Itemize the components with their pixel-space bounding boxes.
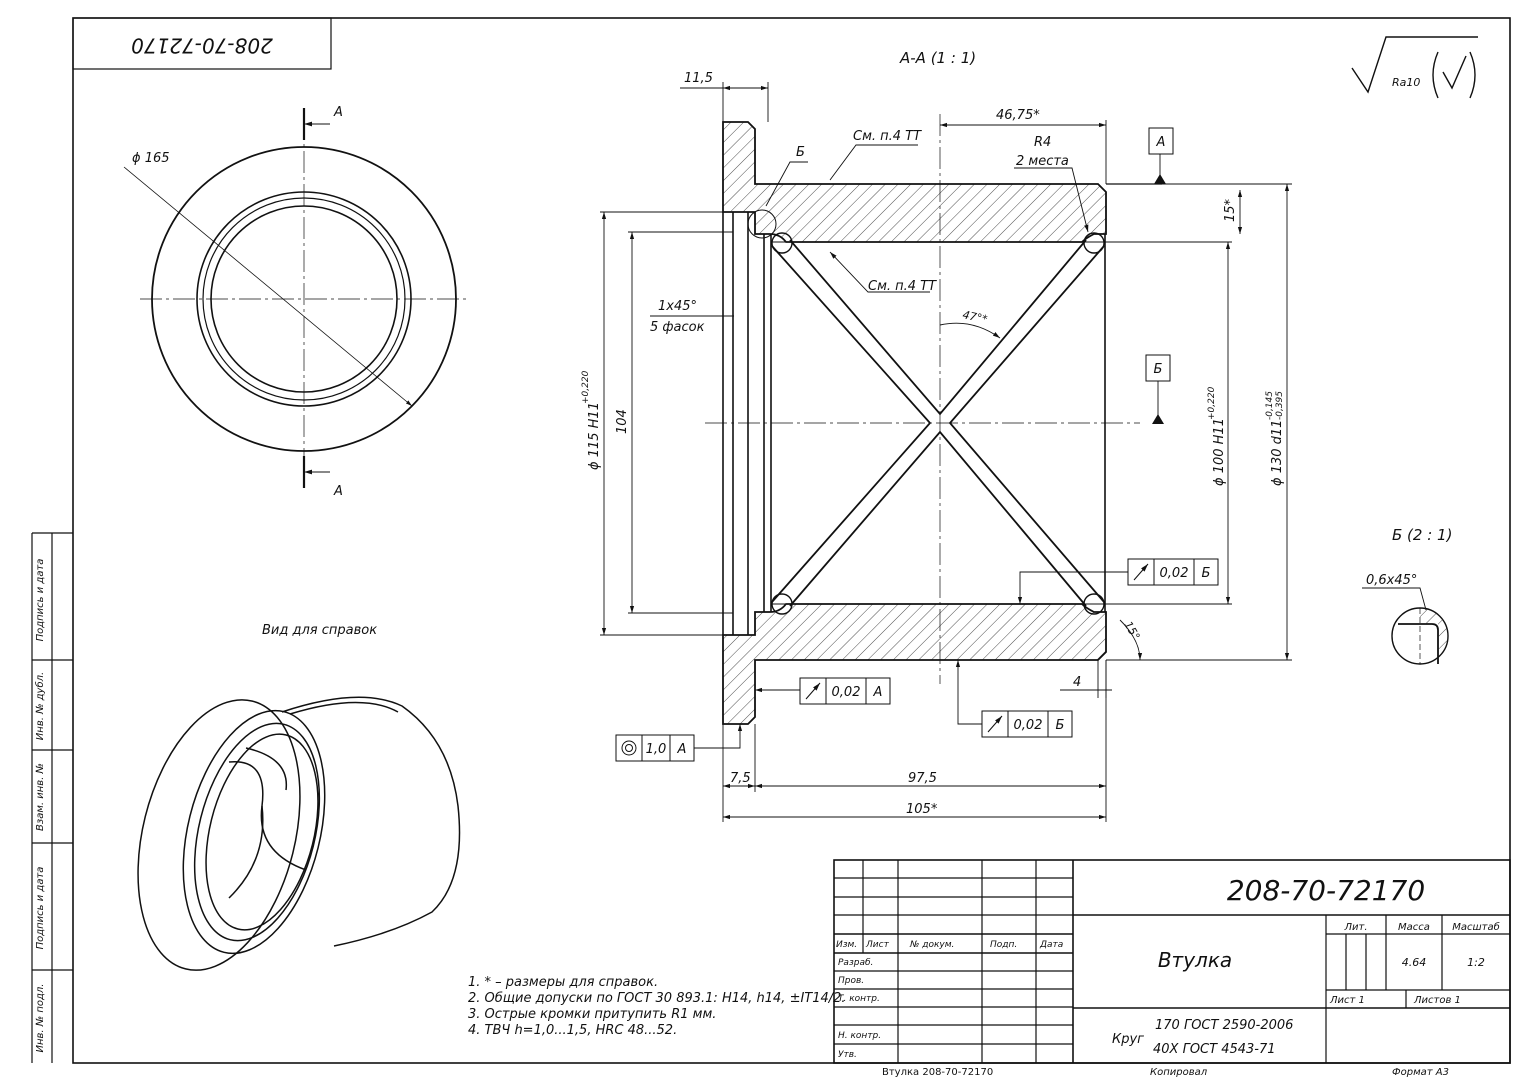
tol-runout-b-bottom-base: Б bbox=[1056, 718, 1065, 733]
mass-value: 4.64 bbox=[1402, 956, 1427, 969]
side-stamp bbox=[31, 532, 73, 1063]
header-doc: № докум. bbox=[909, 940, 954, 950]
dim-r4-note: 2 места bbox=[1016, 154, 1069, 169]
dim-d115-tol: +0,220 bbox=[581, 370, 591, 404]
tol-runout-a bbox=[799, 677, 891, 705]
tol-runout-b-top-base: Б bbox=[1202, 566, 1211, 581]
dim-chamfer-note: 5 фасок bbox=[650, 320, 705, 335]
note-1: 1. * – размеры для справок. bbox=[468, 975, 658, 990]
footer-copied: Копировал bbox=[1150, 1067, 1208, 1078]
roughness-label: Ra10 bbox=[1392, 76, 1420, 89]
lit-label: Лит. bbox=[1343, 922, 1367, 933]
detail-view bbox=[1362, 587, 1449, 665]
frame bbox=[72, 17, 1511, 1064]
material-line2: 40Х ГОСТ 4543-71 bbox=[1153, 1042, 1276, 1057]
role-developer: Разраб. bbox=[838, 958, 873, 968]
datum-triangles bbox=[1152, 174, 1166, 424]
footer-format: Формат А3 bbox=[1392, 1067, 1449, 1078]
side-stamp-4: Подпись и дата bbox=[35, 867, 46, 950]
dim-d115: ϕ 115 H11 bbox=[587, 402, 602, 470]
tol-concentricity-value: 1,0 bbox=[646, 742, 667, 757]
role-norm-control: Н. контр. bbox=[838, 1031, 881, 1041]
tol-concentricity bbox=[615, 734, 695, 762]
tol-runout-b-top bbox=[1127, 558, 1219, 586]
role-tech-control: Т. контр. bbox=[838, 994, 880, 1004]
datum-a-label: А bbox=[1156, 135, 1166, 150]
dim-105: 105* bbox=[906, 802, 938, 817]
header-izm: Изм. bbox=[836, 940, 857, 950]
dim-flange-thk: 11,5 bbox=[684, 71, 713, 86]
header-date: Дата bbox=[1039, 940, 1063, 950]
side-stamp-2: Инв. № дубл. bbox=[34, 672, 46, 740]
roughness-symbol bbox=[1351, 36, 1478, 99]
tol-runout-b-bottom-value: 0,02 bbox=[1014, 718, 1043, 733]
section-title: А-А (1 : 1) bbox=[899, 49, 976, 67]
dim-d100: ϕ 100 H11 bbox=[1212, 418, 1227, 486]
sheets-label: Листов 1 bbox=[1413, 995, 1461, 1006]
note-see-tt-2: См. п.4 ТТ bbox=[868, 279, 937, 294]
tol-runout-a-value: 0,02 bbox=[832, 685, 861, 700]
part-name: Втулка bbox=[1158, 948, 1232, 972]
datum-b-label: Б bbox=[1154, 362, 1163, 377]
tol-runout-a-base: А bbox=[873, 685, 883, 700]
iso-caption: Вид для справок bbox=[262, 623, 377, 638]
drawing-number: 208-70-72170 bbox=[1227, 874, 1425, 907]
detail-title: Б (2 : 1) bbox=[1392, 526, 1452, 544]
dim-groove-15: 15* bbox=[1223, 198, 1238, 222]
datum-b-box bbox=[1145, 354, 1171, 382]
detail-chamfer: 0,6x45° bbox=[1366, 573, 1417, 588]
mass-label: Масса bbox=[1398, 922, 1430, 933]
leader-label-b: Б bbox=[796, 145, 805, 160]
iso-view bbox=[137, 696, 461, 971]
front-view bbox=[123, 108, 468, 488]
dim-d130-tol-up: -0,145 bbox=[1265, 391, 1275, 420]
note-see-tt-1: См. п.4 ТТ bbox=[853, 129, 922, 144]
dim-r4: R4 bbox=[1034, 135, 1051, 150]
datum-a-box bbox=[1148, 127, 1174, 155]
dim-d130: ϕ 130 d11 bbox=[1270, 420, 1285, 486]
section-outline bbox=[705, 114, 1140, 684]
dim-d104: 104 bbox=[615, 409, 630, 434]
header-list: Лист bbox=[865, 940, 890, 950]
mirrored-number: 208-70-72170 bbox=[131, 34, 273, 58]
dim-4: 4 bbox=[1073, 675, 1081, 690]
dim-len-ref-inner: 46,75* bbox=[996, 108, 1040, 123]
tol-runout-b-bottom bbox=[981, 710, 1073, 738]
scale-value: 1:2 bbox=[1467, 956, 1485, 969]
section-dimensions bbox=[600, 82, 1292, 822]
dim-97-5: 97,5 bbox=[908, 771, 937, 786]
dim-angle-15: 15° bbox=[1121, 619, 1142, 642]
note-2: 2. Общие допуски по ГОСТ 30 893.1: H14, … bbox=[468, 991, 846, 1006]
role-checker: Пров. bbox=[838, 976, 864, 986]
footer-name: Втулка 208-70-72170 bbox=[882, 1067, 993, 1078]
sheet-label: Лист 1 bbox=[1329, 995, 1365, 1006]
material-prefix: Круг bbox=[1112, 1032, 1144, 1047]
tol-concentricity-base: А bbox=[677, 742, 687, 757]
tol-runout-b-top-value: 0,02 bbox=[1160, 566, 1189, 581]
role-approved: Утв. bbox=[838, 1050, 857, 1060]
title-block bbox=[833, 859, 1511, 1064]
note-3: 3. Острые кромки притупить R1 мм. bbox=[468, 1007, 716, 1022]
cut-label-top: А bbox=[333, 105, 343, 120]
header-sign: Подп. bbox=[990, 940, 1017, 950]
side-stamp-3: Взам. инв. № bbox=[35, 763, 46, 831]
dim-d130-tol-lo: -0,395 bbox=[1275, 391, 1285, 420]
dim-d100-tol: +0,220 bbox=[1207, 386, 1217, 420]
side-stamp-1: Подпись и дата bbox=[35, 559, 46, 642]
note-4: 4. ТВЧ h=1,0...1,5, HRC 48...52. bbox=[468, 1023, 677, 1038]
dim-angle-47: 47°* bbox=[961, 308, 989, 326]
dim-d165: ϕ 165 bbox=[132, 151, 170, 166]
dim-chamfer: 1x45° bbox=[658, 299, 697, 314]
side-stamp-5: Инв. № подл. bbox=[35, 984, 46, 1053]
dim-7-5: 7,5 bbox=[730, 771, 751, 786]
scale-label: Масштаб bbox=[1452, 921, 1500, 933]
material-line1: 170 ГОСТ 2590-2006 bbox=[1155, 1018, 1293, 1033]
cut-label-bottom: А bbox=[333, 484, 343, 499]
